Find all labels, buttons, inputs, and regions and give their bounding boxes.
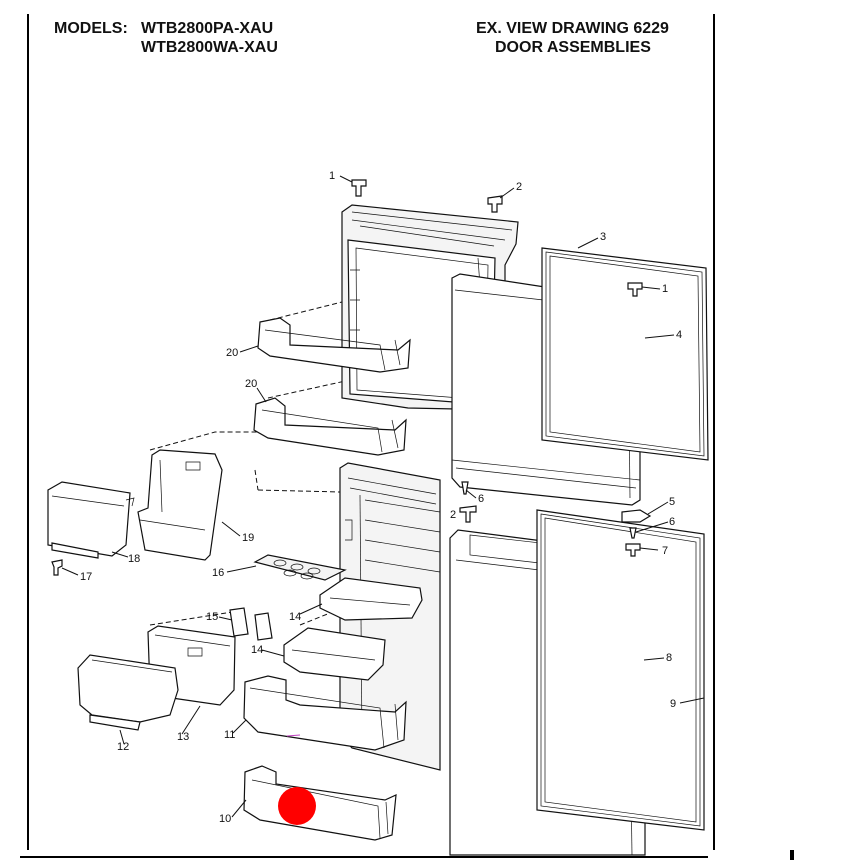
callout-20-upper: 20: [226, 347, 238, 359]
callout-18: 18: [128, 553, 140, 565]
hinge-cap-7: [625, 543, 641, 557]
callout-10: 10: [219, 813, 231, 825]
door-shelf-upper: [257, 317, 411, 373]
screw-6-lower: [629, 527, 637, 539]
freezer-door-gasket: [541, 247, 709, 461]
callout-6-lower: 6: [669, 516, 675, 528]
dairy-compartment-18: [47, 481, 135, 559]
callout-15: 15: [206, 611, 218, 623]
door-shelf-10: [243, 765, 397, 841]
callout-labels: 1 2 3 1 4 20 20 6 5 2 6 7 19 18 17 16 15…: [80, 170, 682, 825]
door-shelf-11: [243, 675, 407, 751]
bin-19: [137, 449, 223, 561]
left-border-line: [27, 14, 29, 850]
callout-13: 13: [177, 731, 189, 743]
hinge-cap-1-right: [627, 282, 643, 297]
fridge-door-gasket: [536, 509, 705, 831]
callout-2-top: 2: [516, 181, 522, 193]
model-number-2: WTB2800WA-XAU: [141, 39, 278, 56]
edge-tick: [790, 850, 794, 860]
hinge-cap-1-top: [351, 179, 367, 197]
callout-6-upper: 6: [478, 493, 484, 505]
callout-9: 9: [670, 698, 676, 710]
callout-16: 16: [212, 567, 224, 579]
callout-1-top: 1: [329, 170, 335, 182]
callout-17: 17: [80, 571, 92, 583]
callout-1-right: 1: [662, 283, 668, 295]
hinge-5: [621, 509, 652, 523]
bottom-border-line: [20, 856, 708, 858]
callout-4: 4: [676, 329, 682, 341]
tray-14-upper: [319, 577, 423, 621]
callout-14-upper: 14: [289, 611, 301, 623]
door-shelf-middle: [253, 397, 407, 456]
screw-6-upper: [461, 481, 469, 495]
callout-20-lower: 20: [245, 378, 257, 390]
callout-19: 19: [242, 532, 254, 544]
egg-tray-16: [253, 554, 347, 581]
callout-11: 11: [224, 729, 235, 741]
right-border-line: [713, 14, 715, 850]
callout-8: 8: [666, 652, 672, 664]
callout-14-lower: 14: [251, 644, 263, 656]
hinge-2-middle: [459, 505, 477, 523]
drawing-subtitle: DOOR ASSEMBLIES: [495, 39, 651, 56]
crisper-bin-12: [77, 654, 179, 731]
callout-7: 7: [662, 545, 668, 557]
models-label: MODELS:: [54, 20, 128, 37]
bracket-15: [229, 607, 273, 641]
red-marker-dot: [278, 787, 316, 825]
hinge-2-top: [487, 195, 503, 213]
leader-lines: [61, 175, 705, 818]
hinge-pin-17: [51, 559, 63, 576]
model-number-1: WTB2800PA-XAU: [141, 20, 274, 37]
callout-3: 3: [600, 231, 606, 243]
drawing-title: EX. VIEW DRAWING 6229: [476, 20, 669, 37]
callout-2-middle: 2: [450, 509, 456, 521]
callout-5: 5: [669, 496, 675, 508]
tray-14-lower: [283, 627, 386, 681]
callout-12: 12: [117, 741, 129, 753]
